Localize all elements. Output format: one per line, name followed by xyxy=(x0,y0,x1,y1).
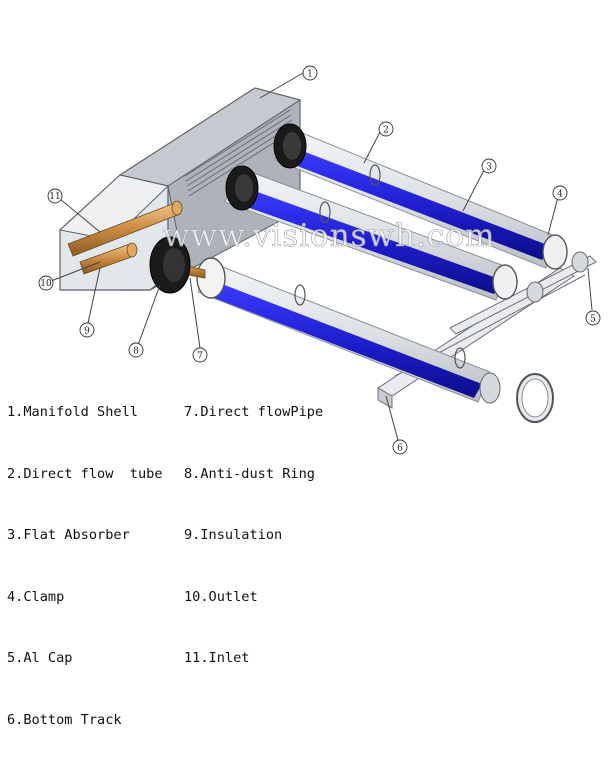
svg-text:2: 2 xyxy=(383,126,389,136)
legend-item-insulation: 9.Insulation xyxy=(184,527,283,543)
outlet-pipe xyxy=(79,242,138,275)
vacuum-tube-back xyxy=(273,123,589,273)
svg-text:4: 4 xyxy=(557,190,563,200)
legend-item-bottom-track: 6.Bottom Track xyxy=(7,711,122,728)
svg-text:7: 7 xyxy=(197,352,203,362)
callout-10: 10 xyxy=(38,275,54,291)
vacuum-tube-front xyxy=(196,257,501,404)
legend-left: 1.Manifold Shell 2.Direct flow tube 3.Fl… xyxy=(7,372,163,757)
callout-4: 4 xyxy=(552,185,568,201)
svg-text:8: 8 xyxy=(133,347,139,357)
callout-6: 6 xyxy=(392,439,408,455)
callout-3: 3 xyxy=(481,158,497,174)
legend-right: 7.Direct flowPipe 8.Anti-dust Ring 9.Ins… xyxy=(184,372,323,696)
callout-8: 8 xyxy=(128,342,144,358)
callout-11: 11 xyxy=(47,188,63,204)
callout-1: 1 xyxy=(302,65,318,81)
legend-item-direct-flow-pipe: 7.Direct flowPipe xyxy=(184,404,324,420)
callout-5: 5 xyxy=(585,310,601,326)
callout-9: 9 xyxy=(79,322,95,338)
anti-dust-ring xyxy=(149,236,191,294)
svg-text:1: 1 xyxy=(307,70,313,80)
legend-item-clamp: 4.Clamp xyxy=(7,588,65,605)
svg-text:9: 9 xyxy=(84,327,90,337)
callout-7: 7 xyxy=(192,347,208,363)
legend-item-flat-absorber: 3.Flat Absorber xyxy=(7,527,130,543)
vacuum-tube-middle xyxy=(224,165,544,303)
solar-collector-diagram: www.visionswh.com 1 2 3 4 5 6 xyxy=(38,65,601,455)
callout-2: 2 xyxy=(378,121,394,137)
svg-text:6: 6 xyxy=(397,444,403,454)
manifold-fins xyxy=(184,109,295,197)
legend-item-outlet: 10.Outlet xyxy=(184,588,258,605)
leader-lines xyxy=(45,72,593,441)
legend-item-anti-dust-ring: 8.Anti-dust Ring xyxy=(184,465,315,482)
legend-item-inlet: 11.Inlet xyxy=(184,650,250,666)
inlet-pipe xyxy=(67,200,183,257)
legend-item-manifold-shell: 1.Manifold Shell xyxy=(7,404,138,420)
legend-item-direct-flow-tube: 2.Direct flow tube xyxy=(7,465,163,482)
legend-item-al-cap: 5.Al Cap xyxy=(7,650,73,666)
svg-text:3: 3 xyxy=(486,163,492,173)
svg-text:10: 10 xyxy=(40,279,52,289)
svg-text:5: 5 xyxy=(590,315,596,325)
al-cap-loose xyxy=(516,373,554,423)
clamp-markers xyxy=(294,164,466,369)
watermark-text: www.visionswh.com xyxy=(163,218,495,254)
svg-text:11: 11 xyxy=(49,192,60,202)
